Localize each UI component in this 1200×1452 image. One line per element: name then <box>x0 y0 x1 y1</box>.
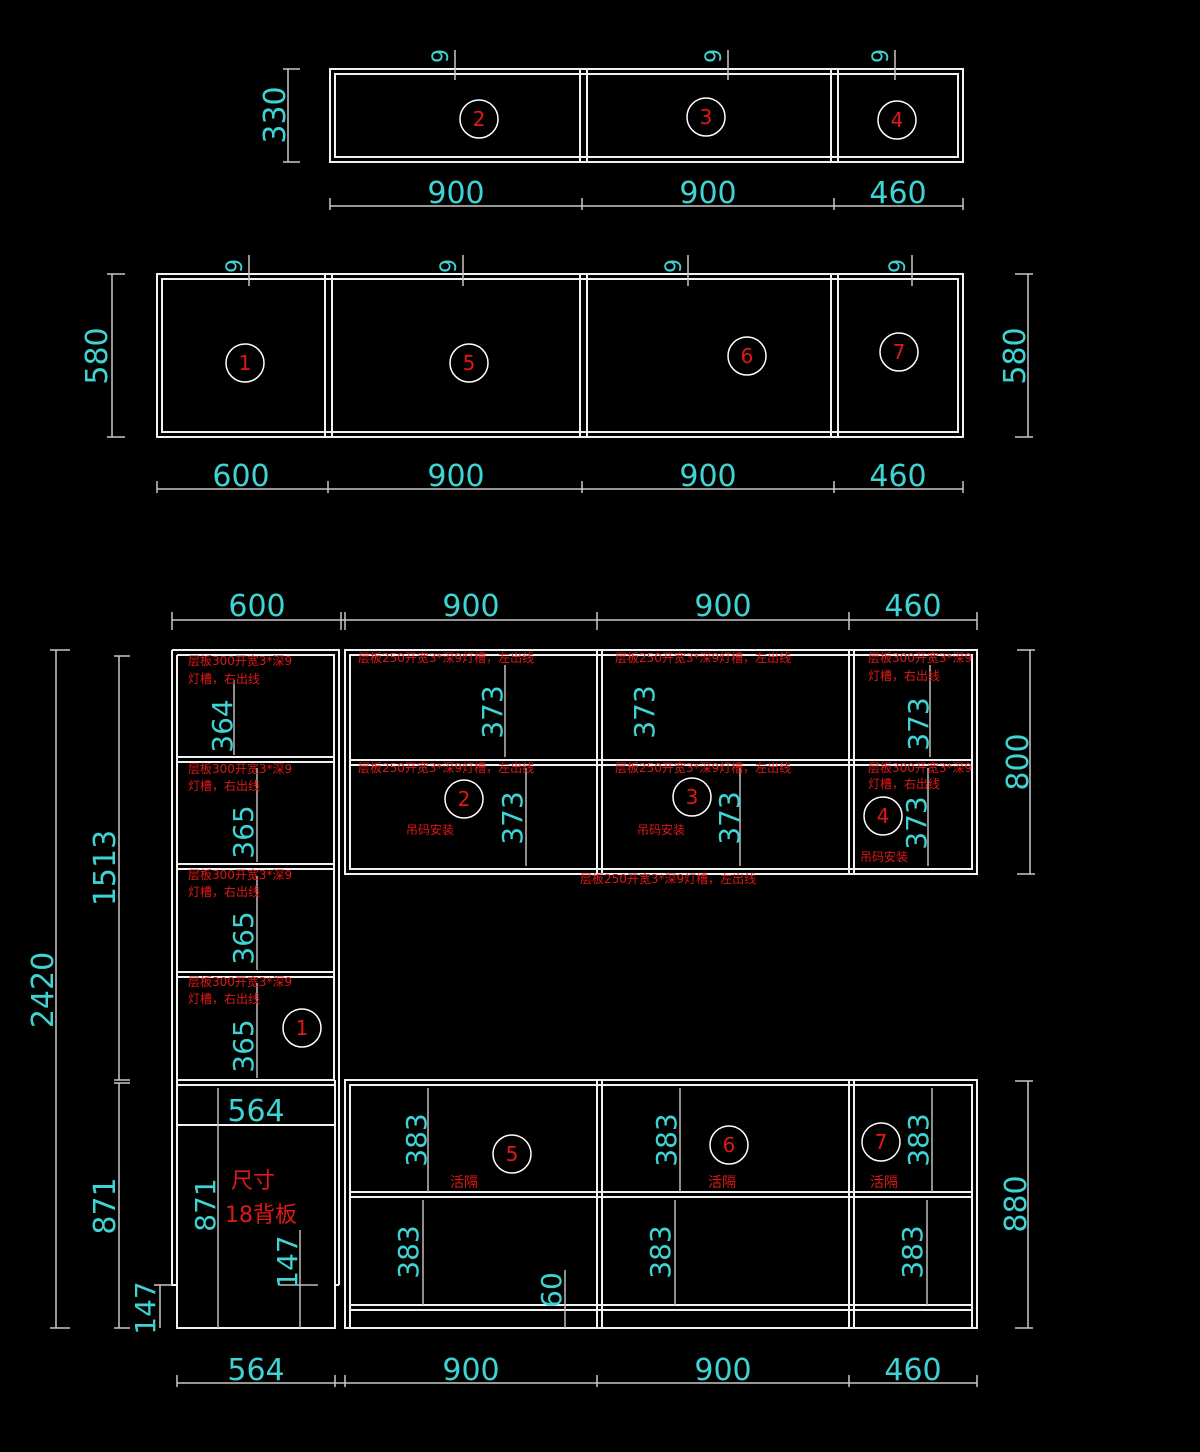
cabinet-number: 5 <box>463 351 476 375</box>
wall-cabinet-plan: 330 900 900 460 9 9 9 2 3 4 <box>258 49 964 211</box>
adjustable-shelf-note: 活隔 <box>870 1175 898 1191</box>
cabinet-number: 6 <box>741 344 754 368</box>
light-slot-note: 层板250开宽3*深9灯槽，左出线 <box>615 650 791 665</box>
dim-elev-top-4: 460 <box>884 589 941 624</box>
dim-shelf: 383 <box>392 1225 425 1278</box>
dim-shelf: 365 <box>227 1019 260 1072</box>
hanger-note: 吊码安装 <box>406 822 454 837</box>
dim-elev-bottom-3: 900 <box>694 1353 751 1388</box>
light-slot-note: 层板300开宽3*深9 <box>868 760 972 775</box>
dim-elev-top-3: 900 <box>694 589 751 624</box>
light-slot-note: 层板250开宽3*深9灯槽，左出线 <box>580 871 756 886</box>
dim-tall-lower: 871 <box>88 1177 123 1234</box>
dim-shelf: 383 <box>902 1113 935 1166</box>
light-slot-note: 灯槽，右出线 <box>188 884 260 899</box>
cabinet-number: 5 <box>506 1142 519 1166</box>
depth-mark: 9 <box>869 49 894 63</box>
light-slot-note: 灯槽，右出线 <box>868 668 940 683</box>
cabinet-number: 1 <box>296 1016 309 1040</box>
hanger-note: 吊码安装 <box>637 822 685 837</box>
dim-base-width-3: 900 <box>679 459 736 494</box>
dim-shelf: 383 <box>896 1225 929 1278</box>
dim-base-width-1: 600 <box>212 459 269 494</box>
cabinet-number: 4 <box>891 108 904 132</box>
cabinet-number: 1 <box>239 351 252 375</box>
light-slot-note: 层板300开宽3*深9 <box>188 653 292 668</box>
depth-mark: 9 <box>702 49 727 63</box>
dim-overall-height: 2420 <box>26 952 61 1028</box>
dim-wall-plan-height: 330 <box>258 86 293 143</box>
cabinet-number: 2 <box>458 787 471 811</box>
dim-kick: 60 <box>535 1272 568 1308</box>
light-slot-note: 层板300开宽3*深9 <box>188 761 292 776</box>
dim-shelf: 373 <box>902 697 935 750</box>
dim-base-plan-height-right: 580 <box>998 327 1033 384</box>
light-slot-note: 层板250开宽3*深9灯槽，左出线 <box>358 760 534 775</box>
dim-wall-width-2: 900 <box>679 176 736 211</box>
dim-shelf: 373 <box>476 685 509 738</box>
dim-tall-upper: 1513 <box>88 830 123 906</box>
cabinet-number: 4 <box>877 804 890 828</box>
dim-shelf: 383 <box>650 1113 683 1166</box>
dim-base-width-4: 460 <box>869 459 926 494</box>
light-slot-note: 灯槽，右出线 <box>188 991 260 1006</box>
dim-shelf: 365 <box>227 911 260 964</box>
dim-shelf: 373 <box>713 791 746 844</box>
dim-elev-top-1: 600 <box>228 589 285 624</box>
light-slot-note: 层板300开宽3*深9 <box>188 867 292 882</box>
dim-shelf: 373 <box>628 685 661 738</box>
light-slot-note: 层板250开宽3*深9灯槽，左出线 <box>615 760 791 775</box>
cabinet-number: 2 <box>473 107 486 131</box>
dim-shelf: 373 <box>900 796 933 849</box>
light-slot-note: 灯槽，右出线 <box>188 778 260 793</box>
hanger-note: 吊码安装 <box>860 849 908 864</box>
cabinet-number: 7 <box>893 340 906 364</box>
dim-wall-width-3: 460 <box>869 176 926 211</box>
dim-drawer-height: 871 <box>189 1178 222 1231</box>
cabinet-number: 3 <box>700 105 713 129</box>
dim-shelf: 373 <box>496 791 529 844</box>
depth-mark: 9 <box>429 49 454 63</box>
depth-mark: 9 <box>662 259 687 273</box>
dim-shelf: 383 <box>644 1225 677 1278</box>
light-slot-note: 灯槽，右出线 <box>188 671 260 686</box>
dim-shelf: 383 <box>400 1113 433 1166</box>
depth-mark: 9 <box>886 259 911 273</box>
front-elevation: 600 900 900 460 2420 1513 871 147 800 88… <box>26 589 1036 1388</box>
dim-base-height: 880 <box>999 1175 1034 1232</box>
dim-plinth: 147 <box>129 1281 162 1334</box>
light-slot-note: 层板300开宽3*深9 <box>868 650 972 665</box>
base-cabinet-plan: 580 580 600 900 900 460 9 9 9 9 1 5 6 7 <box>80 255 1033 494</box>
dim-elev-bottom-2: 900 <box>442 1353 499 1388</box>
dim-wall-width-1: 900 <box>427 176 484 211</box>
dim-inner-147: 147 <box>271 1235 304 1288</box>
back-panel-note: 18背板 <box>225 1203 297 1228</box>
dim-base-plan-height-left: 580 <box>80 327 115 384</box>
cabinet-number: 6 <box>723 1133 736 1157</box>
depth-mark: 9 <box>223 259 248 273</box>
adjustable-shelf-note: 活隔 <box>450 1175 478 1191</box>
dim-elev-bottom-1: 564 <box>227 1353 284 1388</box>
dim-drawer-width: 564 <box>227 1094 284 1129</box>
light-slot-note: 灯槽，右出线 <box>868 776 940 791</box>
dim-base-width-2: 900 <box>427 459 484 494</box>
adjustable-shelf-note: 活隔 <box>708 1175 736 1191</box>
dim-wall-height: 800 <box>1001 733 1036 790</box>
cabinet-number: 3 <box>686 785 699 809</box>
depth-mark: 9 <box>437 259 462 273</box>
dim-shelf: 364 <box>206 699 239 752</box>
size-note: 尺寸 <box>231 1169 275 1194</box>
light-slot-note: 层板300开宽3*深9 <box>188 974 292 989</box>
light-slot-note: 层板250开宽3*深9灯槽，左出线 <box>358 650 534 665</box>
cabinet-number: 7 <box>875 1130 888 1154</box>
dim-elev-top-2: 900 <box>442 589 499 624</box>
dim-elev-bottom-4: 460 <box>884 1353 941 1388</box>
dim-shelf: 365 <box>227 805 260 858</box>
